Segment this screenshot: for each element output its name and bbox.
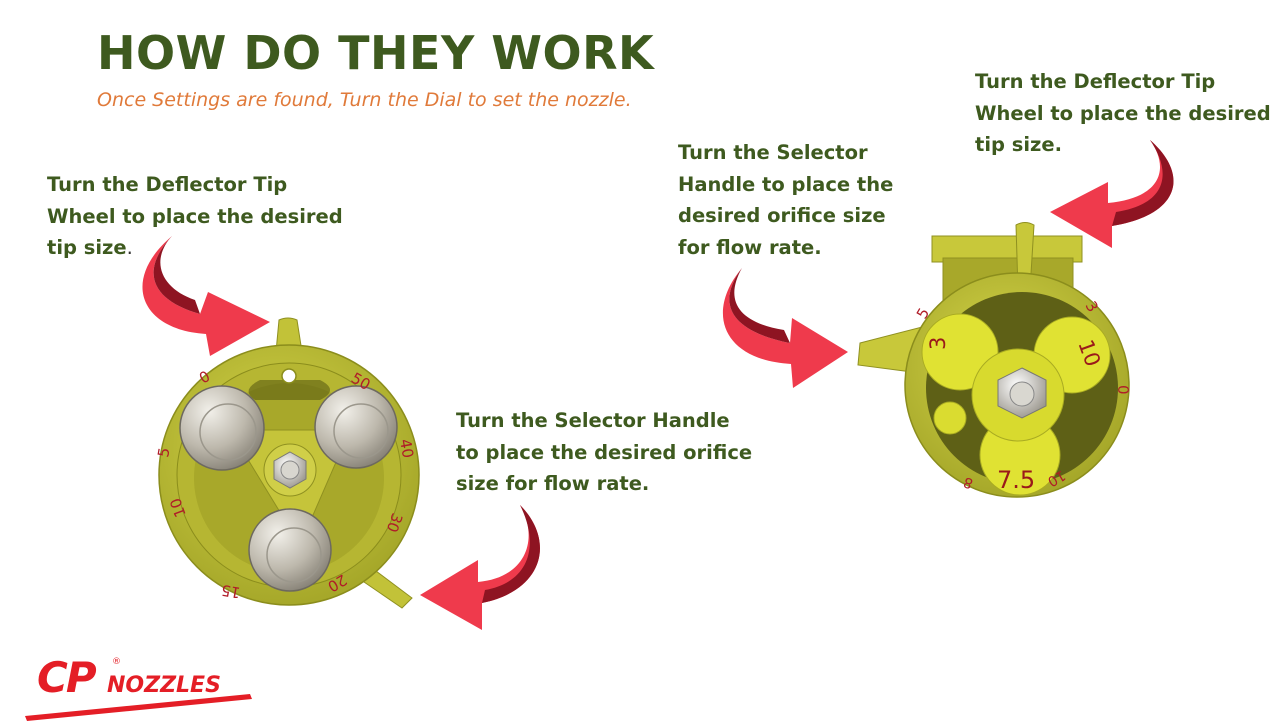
page-subtitle: Once Settings are found, Turn the Dial t… [97,89,632,111]
right-dial-number: 0 [1114,385,1132,395]
left-deflector-line-2: Wheel to place the desired [47,204,343,228]
left-selector-line-1: Turn the Selector Handle [456,409,730,432]
left-deflector-tail: . [126,236,133,259]
right-deflector-line-2: Wheel to place the desired [975,101,1271,125]
cp-nozzles-logo: CP ® NOZZLES [25,653,252,721]
curved-arrow-icon [142,236,270,356]
right-deflector-instruction: Turn the Deflector Tip Wheel to place th… [975,66,1275,161]
right-deflector-line-1: Turn the Deflector Tip [975,70,1216,93]
left-dial-number: 15 [220,581,242,602]
left-deflector-instruction: Turn the Deflector Tip Wheel to place th… [47,169,367,264]
left-dial-number: 30 [383,511,406,535]
left-dial-number: 40 [396,438,417,460]
right-selector-line-1: Turn the Selector [678,141,868,164]
right-dial-number: 10 [1045,467,1068,490]
curved-arrow-icon [1050,140,1174,248]
logo-cp-text: CP [37,653,97,702]
right-selector-line-4: for flow rate. [678,235,822,259]
right-deflector-line-3: tip size. [975,133,1063,156]
page-title: HOW DO THEY WORK [97,26,655,80]
left-nozzle [158,317,420,609]
left-selector-instruction: Turn the Selector Handle to place the de… [456,405,776,500]
curved-arrow-icon [420,505,540,630]
left-selector-line-3: size for flow rate. [456,472,650,495]
left-dial-number: 5 [154,446,173,459]
logo-registered-mark: ® [112,657,121,667]
logo-nozzles-text: NOZZLES [107,673,221,698]
right-tip-label: 7.5 [997,466,1035,494]
right-selector-line-2: Handle to place the [678,172,894,196]
left-deflector-line-1: Turn the Deflector Tip [47,173,288,196]
right-nozzle [857,222,1130,498]
right-selector-line-3: desired orifice size [678,204,886,227]
left-deflector-line-3: tip size [47,236,127,259]
curved-arrow-icon [722,268,848,388]
left-dial-number: 10 [166,496,189,520]
right-selector-instruction: Turn the Selector Handle to place the de… [678,137,908,263]
left-selector-line-2: to place the desired orifice [456,440,753,464]
right-tip-label: 3 [926,337,950,350]
